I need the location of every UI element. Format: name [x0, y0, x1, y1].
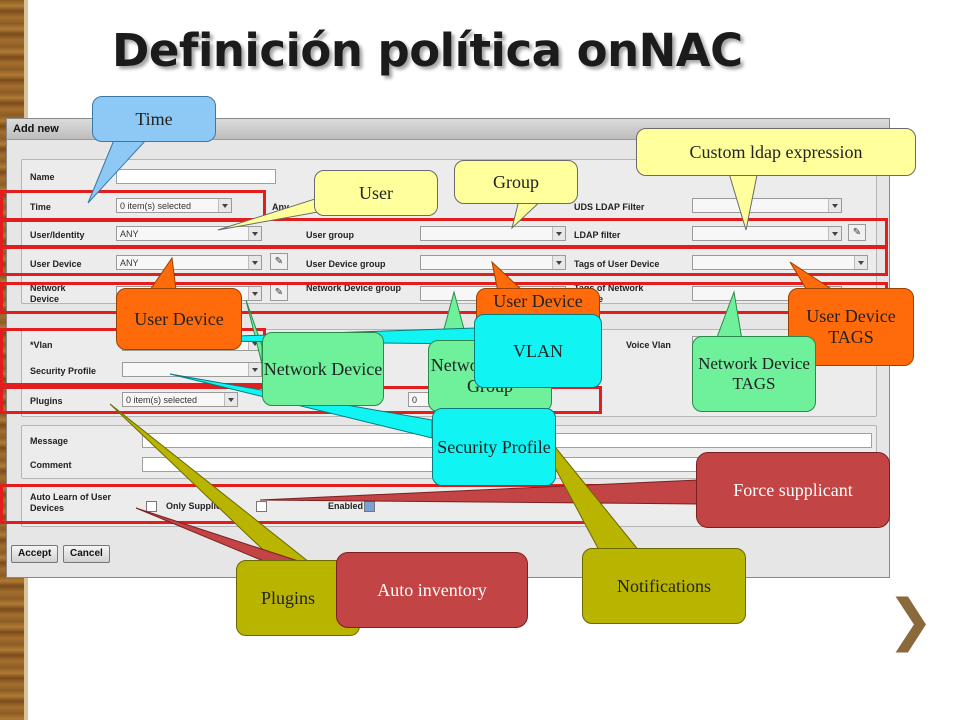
- time-select[interactable]: 0 item(s) selected: [116, 198, 232, 213]
- callout-custom-ldap: Custom ldap expression: [636, 128, 916, 176]
- accept-button[interactable]: Accept: [11, 545, 59, 563]
- message-label: Message: [30, 436, 69, 446]
- plugins-select-secondary-value: 0: [412, 395, 418, 405]
- network-device-group-label: Network Device group: [306, 283, 402, 293]
- enabled-label: Enabled: [328, 501, 364, 511]
- chevron-down-icon: [552, 256, 565, 269]
- only-supplicant-label: Only Supplicant: [166, 501, 235, 511]
- user-identity-label: User/Identity: [30, 230, 85, 240]
- name-label: Name: [30, 172, 55, 182]
- name-input[interactable]: [116, 169, 276, 184]
- voice-vlan-label: Voice Vlan: [626, 340, 671, 350]
- chevron-right-icon[interactable]: ❯: [887, 588, 934, 653]
- callout-force-supplicant: Force supplicant: [696, 452, 890, 528]
- callout-user: User: [314, 170, 438, 216]
- callout-vlan: VLAN: [474, 314, 602, 388]
- user-device-select[interactable]: ANY: [116, 255, 262, 270]
- chevron-down-icon: [248, 363, 261, 376]
- chevron-down-icon: [224, 393, 237, 406]
- callout-notifications: Notifications: [582, 548, 746, 624]
- comment-label: Comment: [30, 460, 72, 470]
- security-profile-label: Security Profile: [30, 366, 97, 376]
- time-select-value: 0 item(s) selected: [120, 201, 192, 211]
- time-label: Time: [30, 202, 51, 212]
- auto-learn-checkbox[interactable]: [146, 501, 157, 512]
- chevron-down-icon: [248, 227, 261, 240]
- user-device-edit-button[interactable]: ✎: [270, 253, 288, 270]
- callout-auto-inventory: Auto inventory: [336, 552, 528, 628]
- callout-network-device-tags: Network Device TAGS: [692, 336, 816, 412]
- tags-user-device-label: Tags of User Device: [574, 259, 660, 269]
- callout-network-device: Network Device: [262, 332, 384, 406]
- uds-ldap-filter-label: UDS LDAP Filter: [574, 202, 645, 212]
- vlan-label: *Vlan: [30, 340, 53, 350]
- callout-security-profile: Security Profile: [432, 408, 556, 486]
- chevron-down-icon: [248, 256, 261, 269]
- chevron-down-icon: [828, 227, 841, 240]
- ldap-edit-button[interactable]: ✎: [848, 224, 866, 241]
- slide-title: Definición política onNAC: [112, 24, 743, 77]
- auto-learn-label: Auto Learn of User Devices: [30, 492, 112, 513]
- ldap-filter-label: LDAP filter: [574, 230, 621, 240]
- callout-group: Group: [454, 160, 578, 204]
- chevron-down-icon: [828, 199, 841, 212]
- user-identity-select[interactable]: ANY: [116, 226, 262, 241]
- chevron-down-icon: [218, 199, 231, 212]
- chevron-down-icon: [854, 256, 867, 269]
- cancel-button[interactable]: Cancel: [63, 545, 110, 563]
- plugins-label: Plugins: [30, 396, 63, 406]
- time-any-label: Any: [272, 202, 290, 212]
- plugins-select-value: 0 item(s) selected: [126, 395, 198, 405]
- chevron-down-icon: [248, 287, 261, 300]
- user-device-label: User Device: [30, 259, 82, 269]
- user-identity-value: ANY: [120, 229, 139, 239]
- callout-user-device: User Device: [116, 288, 242, 350]
- only-supplicant-checkbox[interactable]: [256, 501, 267, 512]
- user-device-group-label: User Device group: [306, 259, 386, 269]
- chevron-down-icon: [552, 227, 565, 240]
- ldap-filter-select[interactable]: [692, 226, 842, 241]
- network-device-label: Network Device: [30, 283, 66, 304]
- user-group-select[interactable]: [420, 226, 566, 241]
- uds-ldap-filter-select[interactable]: [692, 198, 842, 213]
- plugins-select[interactable]: 0 item(s) selected: [122, 392, 238, 407]
- user-group-label: User group: [306, 230, 355, 240]
- user-device-value: ANY: [120, 258, 139, 268]
- callout-time: Time: [92, 96, 216, 142]
- tags-user-device-select[interactable]: [692, 255, 868, 270]
- security-profile-select[interactable]: [122, 362, 262, 377]
